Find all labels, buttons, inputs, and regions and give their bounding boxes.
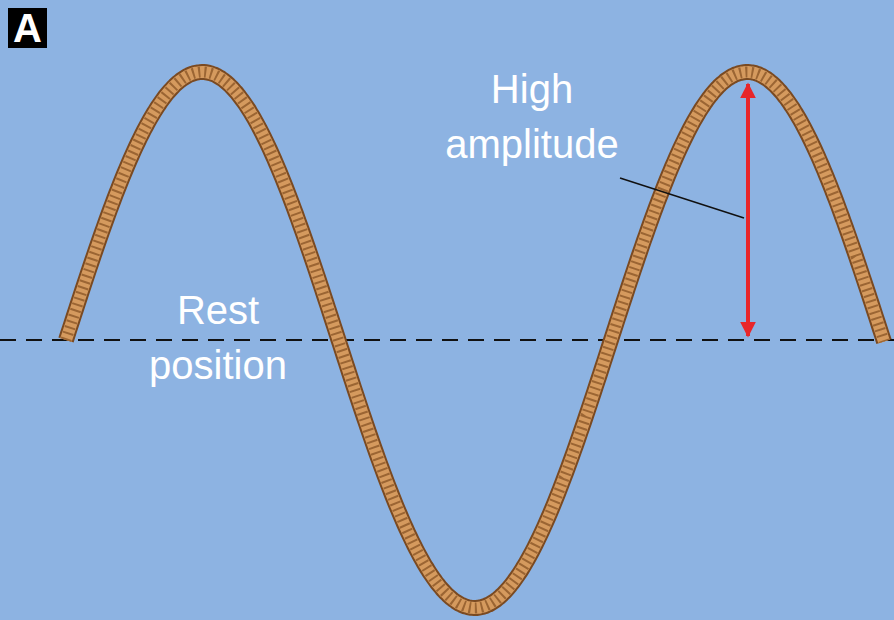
- amplitude-arrow: [746, 84, 750, 336]
- annotation-label: Rest position: [113, 283, 323, 393]
- annotation-text: Rest position: [149, 288, 287, 387]
- leader-line: [620, 178, 744, 218]
- annotation-text: High amplitude: [445, 67, 618, 166]
- annotation-label: High amplitude: [412, 62, 652, 172]
- panel-letter-box: A: [8, 8, 47, 48]
- rest-line: [0, 339, 894, 341]
- panel-letter: A: [13, 8, 42, 48]
